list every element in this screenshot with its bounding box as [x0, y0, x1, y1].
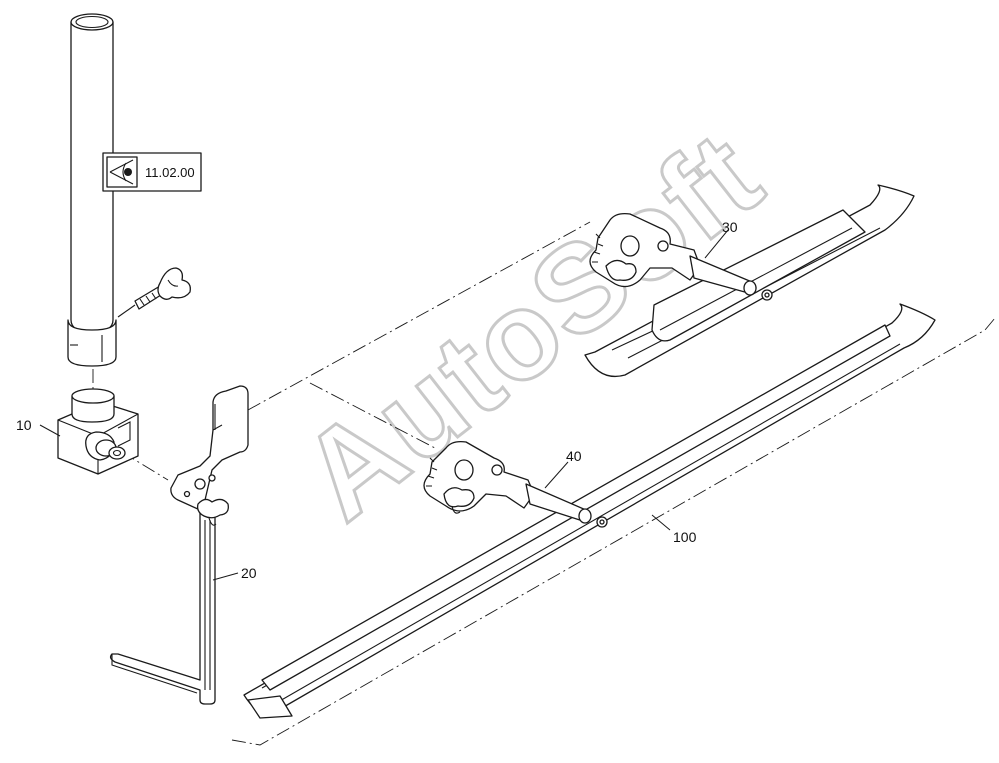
reference-box: 11.02.00: [102, 152, 202, 192]
eye-icon: [109, 159, 134, 185]
callout-100: 100: [673, 529, 697, 545]
callout-40: 40: [566, 448, 582, 464]
part-40-clamp: [423, 440, 592, 524]
callout-30: 30: [722, 219, 738, 235]
knob-screw: [117, 267, 191, 318]
part-30-upper-rail: [584, 184, 915, 378]
leader-lines: [39, 229, 729, 581]
callout-20: 20: [241, 565, 257, 581]
callout-10: 10: [16, 417, 32, 433]
part-10-drive-unit: [57, 388, 139, 475]
vertical-tube: [67, 13, 117, 367]
reference-number: 11.02.00: [145, 165, 195, 180]
part-20-bracket: [109, 385, 249, 705]
